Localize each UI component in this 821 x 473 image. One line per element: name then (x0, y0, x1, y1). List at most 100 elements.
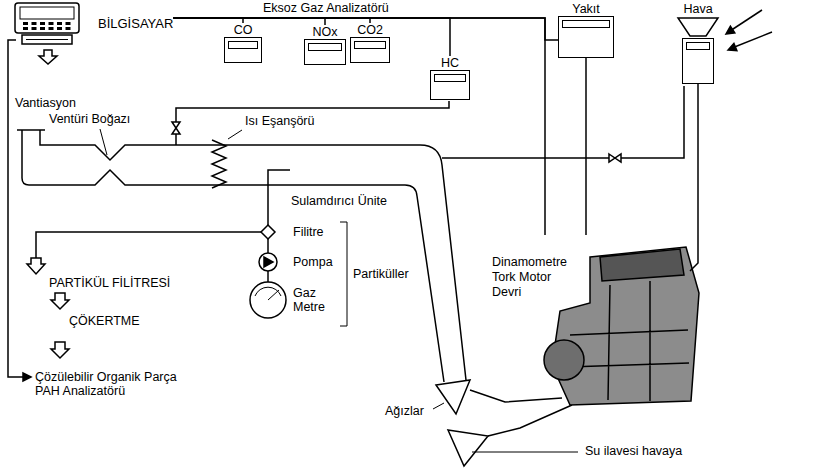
intake-pipe (690, 235, 698, 271)
process-step: Çözülebilir Organik Parça PAH Analizatör… (34, 370, 186, 398)
box-label: Hava (676, 2, 720, 16)
arrow-head (728, 43, 737, 50)
meter-window (686, 42, 710, 50)
meter-window (562, 20, 610, 28)
cylinder-head (600, 249, 684, 281)
sample-probe (268, 170, 290, 225)
heat-exchanger-coil (212, 140, 226, 188)
engine-detail (568, 281, 689, 401)
box-label: HC (430, 56, 470, 70)
nozzle-symbol (448, 430, 488, 466)
group-label: Partiküller (352, 267, 410, 281)
instrument-box (304, 39, 346, 65)
connector-line (173, 18, 545, 235)
gas-meter-dial (255, 287, 281, 300)
computer-label: BİLGİSAYAR (98, 17, 173, 31)
engine-label: Dinamometre Tork Motor Devri (492, 255, 578, 300)
computer-unit: BİLGİSAYAR (14, 2, 173, 46)
part-label: Sulamdırıcı Ünite (290, 194, 388, 208)
computer-key (32, 27, 37, 30)
air-flow-arrow (732, 32, 772, 48)
hollow-arrow (51, 342, 69, 358)
process-step: ÇÖKERTME (68, 314, 141, 328)
gas-analyzer-box: CO (224, 23, 262, 63)
vent-flange (17, 129, 45, 131)
dilution-tunnel (22, 130, 444, 382)
pump-symbol (259, 253, 277, 271)
filter-symbol (261, 225, 275, 239)
exhaust-pipe (470, 390, 562, 402)
computer-key (32, 22, 37, 25)
part-label: Isı Eşanşörü (244, 114, 315, 128)
nozzle-symbol (436, 380, 470, 414)
computer-icon (14, 2, 80, 46)
computer-screen (20, 7, 74, 19)
computer-key (23, 22, 28, 25)
engine-dynamometer: Dinamometre Tork Motor Devri (490, 235, 705, 413)
intake-funnel (676, 16, 720, 38)
box-label: Yakıt (558, 2, 614, 16)
computer-key (66, 27, 71, 30)
gas-meter-symbol (250, 282, 286, 318)
sample-line (176, 101, 449, 145)
box-label: CO (224, 23, 262, 37)
air-flow-arrow (730, 10, 762, 31)
leader-line (100, 129, 107, 155)
signal-wire (8, 40, 24, 377)
computer-key (49, 27, 54, 30)
process-step: PARTİKÜL FİLİTRESİ (48, 276, 171, 290)
part-label: Filitre (292, 225, 325, 239)
intake-funnel (678, 18, 718, 36)
computer-key (49, 22, 54, 25)
instrument-box (558, 16, 614, 58)
exhaust-pipe (488, 405, 572, 436)
leader-line (433, 403, 444, 409)
leader-line (472, 452, 578, 453)
bracket (340, 222, 347, 326)
computer-base (22, 35, 72, 44)
pump-symbol (264, 257, 273, 267)
hollow-arrow (27, 258, 45, 274)
valve-symbol (609, 154, 621, 162)
leader-line (228, 130, 242, 139)
arrow-head (726, 26, 735, 34)
instrument-box (224, 37, 262, 63)
fuel-tank-box: Yakıt (558, 2, 614, 58)
box-label: CO2 (350, 23, 390, 37)
gas-analyzer-box: NOx (304, 25, 346, 65)
computer-base (26, 39, 68, 40)
air-intake: Hava (676, 2, 720, 84)
computer-key (57, 22, 62, 25)
meter-window (228, 41, 258, 49)
connector-line (697, 84, 699, 235)
air-line (442, 86, 684, 158)
gas-analyzer-box: HC (430, 56, 470, 100)
flywheel (544, 340, 584, 380)
meter-window (434, 74, 466, 82)
arrow-head (23, 373, 31, 381)
computer-case (15, 3, 79, 33)
box-label: NOx (304, 25, 346, 39)
flow-line (36, 232, 261, 258)
instrument-box (430, 70, 470, 100)
meter-window (354, 41, 386, 49)
connector-line (585, 58, 587, 235)
part-label: Gaz Metre (292, 286, 334, 314)
group-heading: Eksoz Gaz Analizatörü (262, 1, 390, 15)
hollow-arrow (51, 293, 69, 309)
computer-key (40, 22, 45, 25)
part-label: Ağızlar (384, 404, 425, 418)
sample-line (267, 239, 269, 253)
dilution-tunnel (40, 130, 466, 380)
part-label: Su ilavesi havaya (584, 444, 683, 458)
valve-symbol (172, 122, 180, 134)
air-filter-box (682, 38, 714, 84)
instrument-box (350, 37, 390, 63)
part-label: Vantiasyon (14, 96, 77, 110)
computer-key (57, 27, 62, 30)
hollow-arrow (39, 50, 57, 64)
computer-key (23, 27, 28, 30)
part-label: Pompa (292, 255, 334, 269)
